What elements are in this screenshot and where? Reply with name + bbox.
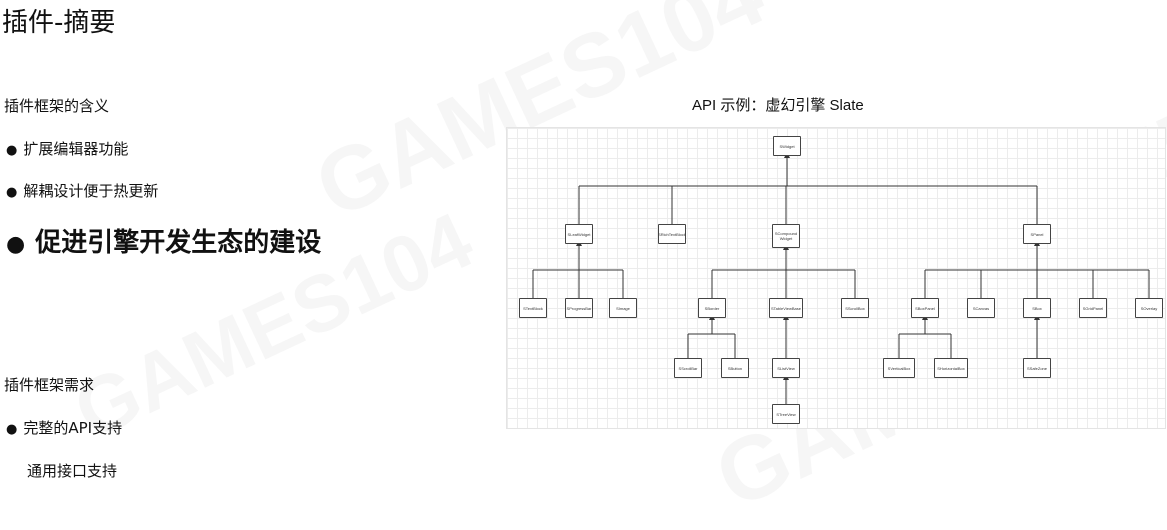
emphasis-bullet: 促进引擎开发生态的建设 [6, 222, 321, 259]
node-soverlay: SOverlay [1135, 298, 1163, 318]
bullet-item: 完整的API支持 [6, 417, 122, 438]
slate-class-diagram: SWidget SLeafWidget SRichTextBlock SComp… [506, 127, 1166, 429]
bullet-item: 解耦设计便于热更新 [6, 180, 158, 201]
section-heading-meaning: 插件框架的含义 [4, 97, 110, 115]
node-sbox: SBox [1023, 298, 1051, 318]
node-sbutton: SButton [721, 358, 749, 378]
bullet-item: 扩展编辑器功能 [6, 138, 128, 159]
node-sprogressbar: SProgressBar [565, 298, 593, 318]
node-sgridpanel: SGridPanel [1079, 298, 1107, 318]
slide-title: 插件-摘要 [2, 8, 116, 38]
diagram-connectors [532, 152, 1150, 404]
node-sleafwidget: SLeafWidget [565, 224, 593, 244]
node-slistview: SListView [772, 358, 800, 378]
node-scanvas: SCanvas [967, 298, 995, 318]
node-shorizontalbox: SHorizontalBox [934, 358, 968, 378]
node-sscrollbox: SScrollBox [841, 298, 869, 318]
node-scompoundwidget: SCompound Widget [772, 224, 800, 248]
node-stableviewbase: STableViewBase [769, 298, 803, 318]
node-swidget: SWidget [773, 136, 801, 156]
node-streeview: STreeView [772, 404, 800, 424]
section-heading-requirements: 插件框架需求 [4, 376, 95, 394]
node-spanel: SPanel [1023, 224, 1051, 244]
node-sborder: SBorder [698, 298, 726, 318]
node-stextblock: STextBlock [519, 298, 547, 318]
node-sboxpanel: SBoxPanel [911, 298, 939, 318]
node-sverticalbox: SVerticalBox [883, 358, 915, 378]
node-srichtextblock: SRichTextBlock [658, 224, 686, 244]
node-sscrollbar: SScrollBar [674, 358, 702, 378]
plain-item: 通用接口支持 [27, 462, 118, 480]
node-ssafezone: SSafeZone [1023, 358, 1051, 378]
diagram-title: API 示例：虚幻引擎 Slate [692, 97, 864, 114]
node-simage: SImage [609, 298, 637, 318]
